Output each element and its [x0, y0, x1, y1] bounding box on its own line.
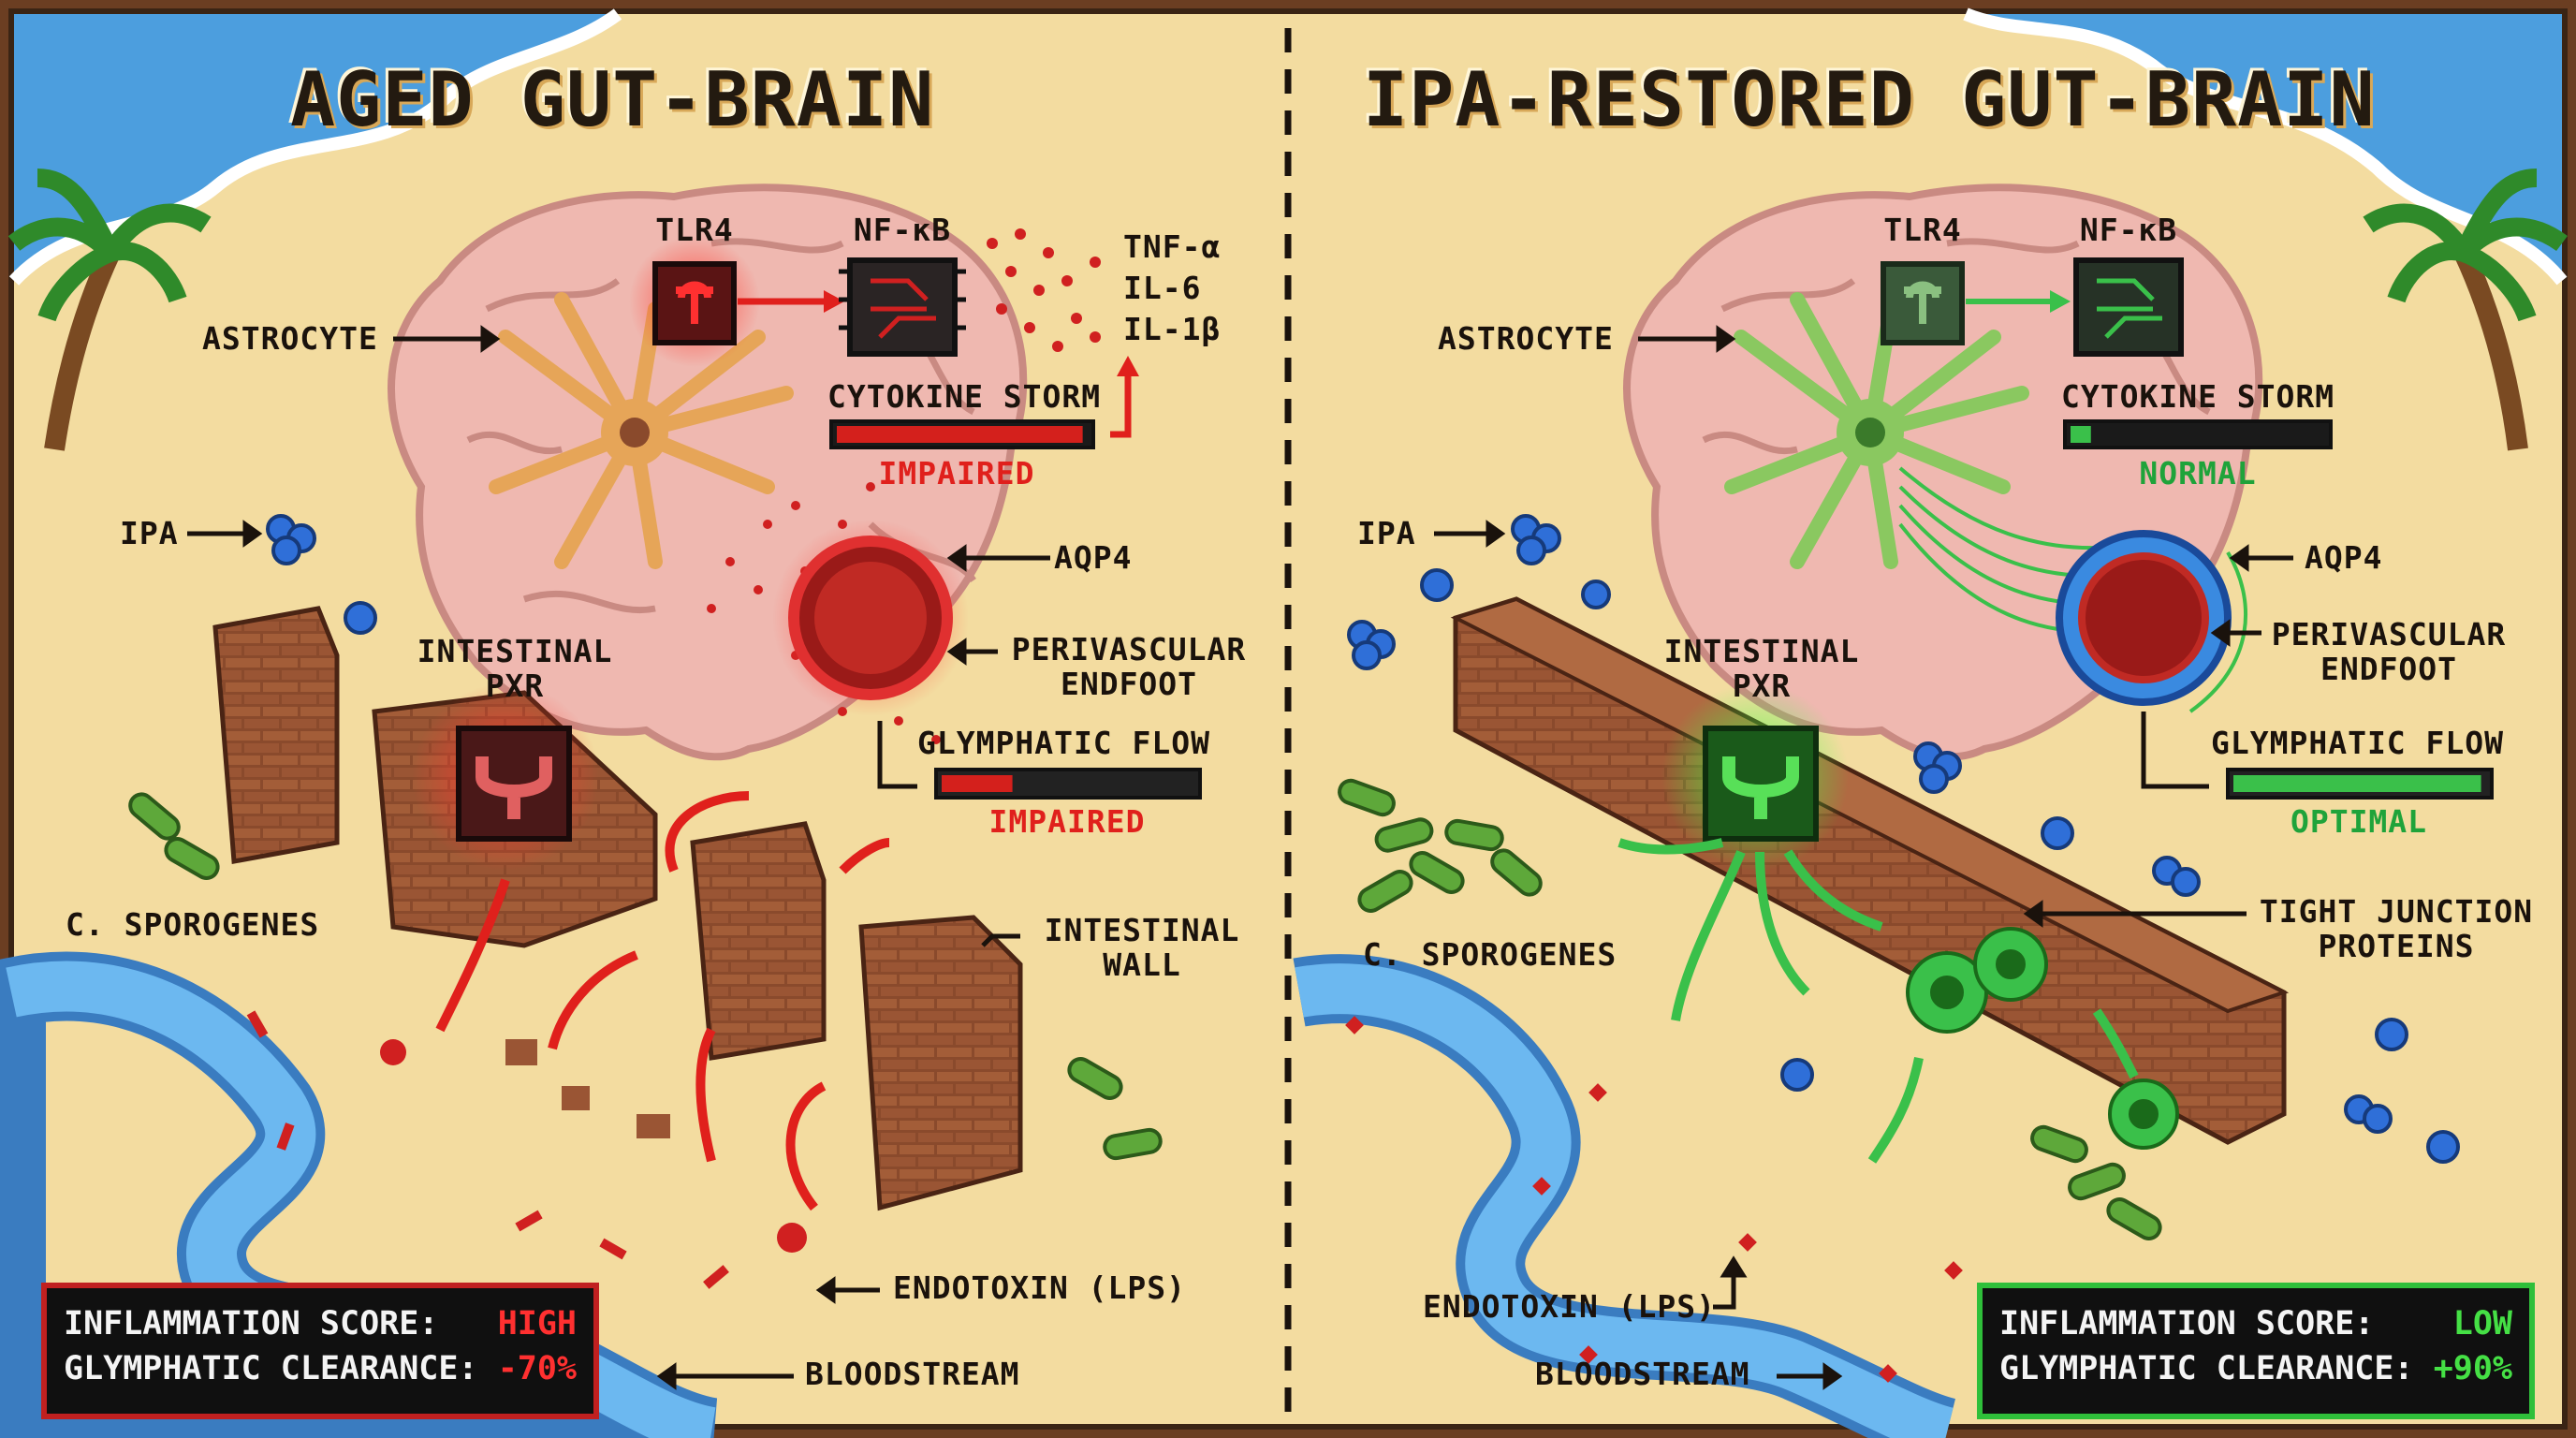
- glymphatic-clearance-label-left: GLYMPHATIC CLEARANCE:: [64, 1350, 478, 1387]
- c-sporogenes-left: [128, 792, 1163, 1161]
- cytokine-storm-label-left: CYTOKINE STORM: [827, 378, 1102, 415]
- tlr4-receptor-left-icon: [629, 236, 760, 367]
- blood-vessel-left-icon: [772, 520, 969, 716]
- cytokine-bar-left-fill: [837, 426, 1083, 443]
- nfkb-chip-left-icon: [839, 257, 966, 357]
- astrocyte-label-right: ASTROCYTE: [1438, 320, 1614, 357]
- c-sporogenes-label-right: C. SPOROGENES: [1363, 936, 1617, 973]
- nfkb-label-right: NF-κB: [2079, 212, 2178, 248]
- leak-arrows-left: [435, 791, 890, 1211]
- cytokine-status-right: NORMAL: [2139, 455, 2257, 492]
- cytokine-storm-label-right: CYTOKINE STORM: [2061, 378, 2335, 415]
- astrocyte-right-icon: [1724, 292, 2029, 569]
- astrocyte-label-left: ASTROCYTE: [202, 320, 378, 357]
- nfkb-chip-right-icon: [2073, 257, 2184, 357]
- pxr-signal-arrows-right: [1617, 838, 2139, 1164]
- cytokine-particles-left: [707, 228, 1101, 744]
- glymphatic-bar-left-fill: [942, 775, 1013, 792]
- endotoxin-label-right: ENDOTOXIN (LPS): [1423, 1288, 1717, 1325]
- right-panel-title: IPA-RESTORED GUT-BRAIN: [1363, 56, 2376, 143]
- bloodstream-label-left: BLOODSTREAM: [805, 1356, 1020, 1392]
- cytokine-bar-right-fill: [2071, 426, 2091, 443]
- inflammation-score-value-right: LOW: [2452, 1305, 2512, 1343]
- inflammation-score-label-right: INFLAMMATION SCORE:: [1999, 1305, 2375, 1343]
- inflammation-score-value-left: HIGH: [497, 1305, 577, 1343]
- lps-particles-right: [1345, 1016, 1963, 1383]
- left-panel-title: AGED GUT-BRAIN: [290, 56, 935, 143]
- cytokine-status-left: IMPAIRED: [878, 455, 1035, 492]
- intestinal-pxr-label-right: INTESTINAL PXR: [1663, 633, 1860, 704]
- aqp4-label-left: AQP4: [1054, 539, 1133, 576]
- glymphatic-bar-right-fill: [2233, 775, 2481, 792]
- c-sporogenes-right: [1338, 778, 2162, 1240]
- glymphatic-flow-label-left: GLYMPHATIC FLOW: [917, 725, 1211, 761]
- pxr-receptor-left-icon: [412, 683, 599, 871]
- glymphatic-flow-label-right: GLYMPHATIC FLOW: [2211, 725, 2505, 761]
- intestinal-wall-label: INTESTINAL WALL: [1044, 912, 1240, 983]
- glymphatic-clearance-label-right: GLYMPHATIC CLEARANCE:: [1999, 1350, 2414, 1387]
- endotoxin-label-left: ENDOTOXIN (LPS): [893, 1269, 1187, 1306]
- bloodstream-label-right: BLOODSTREAM: [1535, 1356, 1750, 1392]
- tlr4-receptor-right-icon: [1881, 261, 1965, 345]
- cytokine-il6: IL-6: [1123, 270, 1202, 306]
- cytokine-bar-right-track: [2063, 419, 2333, 449]
- intestinal-pxr-label-left: INTESTINAL PXR: [417, 633, 613, 704]
- blood-vessel-right-icon: [2056, 530, 2232, 706]
- nfkb-label-left: NF-κB: [853, 212, 952, 248]
- tlr4-label-right: TLR4: [1883, 212, 1962, 248]
- ocean-left: [8, 8, 622, 286]
- tlr4-label-left: TLR4: [655, 212, 734, 248]
- ipa-molecules-right: [1347, 514, 2460, 1164]
- perivascular-endfoot-label-right: PERIVASCULAR ENDFOOT: [2271, 616, 2507, 687]
- palm-tree-right-icon: [2363, 169, 2568, 451]
- ipa-molecules-left: [266, 514, 377, 635]
- glymphatic-status-left: IMPAIRED: [988, 803, 1146, 840]
- ipa-label-right: IPA: [1357, 515, 1416, 551]
- pxr-receptor-right-icon: [1661, 683, 1849, 871]
- score-box-left: INFLAMMATION SCORE: HIGH GLYMPHATIC CLEAR…: [41, 1283, 599, 1419]
- inflammation-score-label-left: INFLAMMATION SCORE:: [64, 1305, 439, 1343]
- score-box-right: INFLAMMATION SCORE: LOW GLYMPHATIC CLEARA…: [1977, 1283, 2535, 1419]
- cytokine-tnf-alpha: TNF-α: [1123, 228, 1222, 265]
- glymphatic-status-right: OPTIMAL: [2290, 803, 2428, 840]
- c-sporogenes-label-left: C. SPOROGENES: [66, 906, 320, 943]
- label-pointers: [187, 325, 2293, 1390]
- tight-junction-gears-icon: [1906, 927, 2179, 1150]
- cytokine-il1-beta: IL-1β: [1123, 311, 1222, 347]
- ipa-label-left: IPA: [120, 515, 179, 551]
- palm-tree-left-icon: [7, 169, 212, 451]
- astrocyte-left-icon: [489, 292, 794, 569]
- lps-particles-left: [246, 1010, 807, 1357]
- glymphatic-clearance-value-left: -70%: [497, 1350, 577, 1387]
- perivascular-endfoot-label-left: PERIVASCULAR ENDFOOT: [1011, 631, 1247, 702]
- tight-junction-label: TIGHT JUNCTION PROTEINS: [2259, 893, 2534, 964]
- glymphatic-clearance-value-right: +90%: [2433, 1350, 2512, 1387]
- aqp4-label-right: AQP4: [2305, 539, 2383, 576]
